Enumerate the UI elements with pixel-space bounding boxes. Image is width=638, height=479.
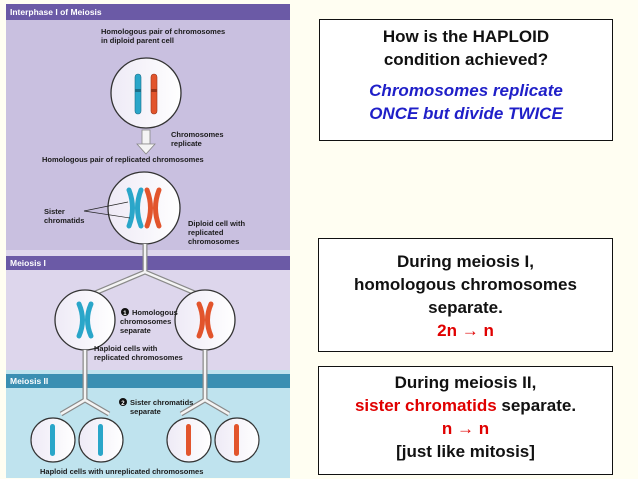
diploid-cell-label-3: chromosomes	[188, 237, 239, 246]
meiosis-1-line-2: homologous chromosomes	[354, 275, 577, 294]
final-cell-blue-2	[78, 417, 124, 463]
homologous-pair-label-2: in diploid parent cell	[101, 36, 174, 45]
step-1-label-3: separate	[120, 326, 151, 335]
haploid-replicated-label-1: Haploid cells with	[94, 344, 158, 353]
meiosis-2-ploidy: n → n	[441, 419, 490, 438]
replicated-pair-label: Homologous pair of replicated chromosome…	[42, 155, 204, 164]
question-line-2: condition achieved?	[383, 50, 549, 69]
sister-chromatids-label-1: Sister	[44, 207, 65, 216]
chromosomes-replicate-label-1: Chromosomes	[171, 130, 224, 139]
replicated-diploid-cell	[107, 171, 181, 245]
final-cell-red-1	[166, 417, 212, 463]
interphase-band-title: Interphase I of Meiosis	[10, 7, 102, 17]
meiosis-1-ploidy: 2n → n	[437, 321, 494, 340]
homologous-pair-label-1: Homologous pair of chromosomes	[101, 27, 225, 36]
haploid-cell-blue	[54, 289, 116, 351]
meiosis-2-note: [just like mitosis]	[396, 442, 535, 461]
chromosomes-replicate-label-2: replicate	[171, 139, 202, 148]
meiosis-2-band-title: Meiosis II	[10, 376, 48, 386]
final-cell-blue-1	[30, 417, 76, 463]
step-1-label-1: Homologous	[132, 308, 178, 317]
step-1-number: 1	[123, 311, 127, 317]
meiosis-1-line-3: separate.	[428, 298, 503, 317]
blue-chromosome	[134, 73, 142, 115]
diploid-parent-cell	[110, 57, 182, 129]
haploid-cell-red	[174, 289, 236, 351]
step-1-label-2: chromosomes	[120, 317, 171, 326]
answer-line-1: Chromosomes replicate	[369, 81, 563, 100]
sister-chromatids-highlight: sister chromatids	[354, 396, 497, 415]
replication-arrow	[136, 129, 156, 155]
step-2-label-1: Sister chromatids	[130, 398, 193, 407]
question-line-1: How is the HAPLOID	[382, 27, 550, 46]
diploid-cell-label-2: replicated	[188, 228, 224, 237]
meiosis-diagram: Interphase I of Meiosis Meiosis I Meiosi…	[6, 4, 290, 478]
sister-chromatids-label-2: chromatids	[44, 216, 84, 225]
haploid-replicated-label-2: replicated chromosomes	[94, 353, 183, 362]
meiosis-2-box: During meiosis II, sister chromatids sep…	[318, 366, 613, 475]
meiosis-1-band-title: Meiosis I	[10, 258, 46, 268]
meiosis-1-line-1: During meiosis I,	[397, 252, 534, 271]
meiosis-2-line-2-rest: separate.	[496, 396, 577, 415]
red-chromosome	[150, 73, 158, 115]
answer-line-2: ONCE but divide TWICE	[369, 104, 563, 123]
step-2-label-2: separate	[130, 407, 161, 416]
step-2-number: 2	[121, 401, 125, 407]
diploid-cell-label-1: Diploid cell with	[188, 219, 246, 228]
meiosis-2-line-2: sister chromatids separate.	[319, 394, 612, 417]
final-cell-red-2	[214, 417, 260, 463]
meiosis-2-line-1: During meiosis II,	[394, 373, 537, 392]
haploid-question-box: How is the HAPLOID condition achieved? C…	[319, 19, 613, 141]
haploid-unreplicated-label: Haploid cells with unreplicated chromoso…	[40, 467, 203, 476]
meiosis-1-box: During meiosis I, homologous chromosomes…	[318, 238, 613, 352]
